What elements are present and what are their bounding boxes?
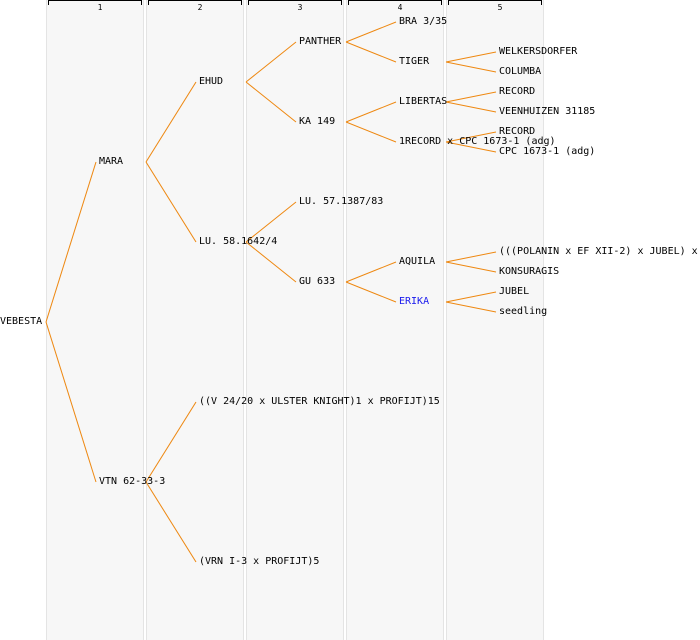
generation-column-3 bbox=[246, 0, 344, 640]
generation-bracket-4 bbox=[348, 0, 442, 5]
generation-column-5 bbox=[446, 0, 544, 640]
generation-column-2 bbox=[146, 0, 244, 640]
node-libertas[interactable]: LIBERTAS bbox=[399, 96, 448, 107]
node-aquila[interactable]: AQUILA bbox=[399, 256, 436, 267]
node-cpc-1673-1[interactable]: CPC 1673-1 (adg) bbox=[499, 146, 596, 157]
edge-record1-record bbox=[445, 131, 497, 143]
edge-mara-ehud bbox=[145, 81, 197, 163]
node-lu-57-1387-83[interactable]: LU. 57.1387/83 bbox=[299, 196, 384, 207]
edge-root-vtn bbox=[45, 321, 97, 483]
edge-ka149-record1 bbox=[345, 121, 397, 143]
generation-number-4: 4 bbox=[397, 3, 403, 12]
node-mara[interactable]: MARA bbox=[99, 156, 124, 167]
edge-ehud-ka149 bbox=[245, 81, 297, 123]
edge-ka149-libertas bbox=[345, 101, 397, 123]
generation-number-5: 5 bbox=[497, 3, 503, 12]
node-1record-cpc[interactable]: 1RECORD x CPC 1673-1 (adg) bbox=[399, 136, 556, 147]
edge-libertas-veenhuizen bbox=[445, 101, 497, 113]
generation-bracket-5 bbox=[448, 0, 542, 5]
edge-record1-cpc bbox=[445, 141, 497, 153]
edge-lu58-gu633 bbox=[245, 241, 297, 283]
node-record-a[interactable]: RECORD bbox=[499, 86, 536, 97]
node-ehud[interactable]: EHUD bbox=[199, 76, 224, 87]
generation-bracket-2 bbox=[148, 0, 242, 5]
node-welkersdorfer[interactable]: WELKERSDORFER bbox=[499, 46, 578, 57]
node-vebesta[interactable]: VEBESTA bbox=[0, 316, 43, 327]
edge-panther-bra bbox=[345, 21, 397, 43]
edge-tiger-columba bbox=[445, 61, 497, 73]
edge-ehud-panther bbox=[245, 41, 297, 83]
node-v24-20-ulster-knight[interactable]: ((V 24/20 x ULSTER KNIGHT)1 x PROFIJT)15 bbox=[199, 396, 440, 407]
node-vtn-62-33-3[interactable]: VTN 62-33-3 bbox=[99, 476, 166, 487]
node-polanin-cross[interactable]: (((POLANIN x EF XII-2) x JUBEL) x bbox=[499, 246, 698, 257]
node-konsuragis[interactable]: KONSURAGIS bbox=[499, 266, 560, 277]
generation-number-2: 2 bbox=[197, 3, 203, 12]
node-record-b[interactable]: RECORD bbox=[499, 126, 536, 137]
node-tiger[interactable]: TIGER bbox=[399, 56, 430, 67]
edge-aquila-polanin bbox=[445, 251, 497, 263]
generation-bracket-3 bbox=[248, 0, 342, 5]
edge-gu633-aquila bbox=[345, 261, 397, 283]
generation-number-3: 3 bbox=[297, 3, 303, 12]
node-vrn-i-3-profijt[interactable]: (VRN I-3 x PROFIJT)5 bbox=[199, 556, 320, 567]
edge-aquila-konsuragis bbox=[445, 261, 497, 273]
node-ka-149[interactable]: KA 149 bbox=[299, 116, 336, 127]
node-gu-633[interactable]: GU 633 bbox=[299, 276, 336, 287]
edge-erika-jubel bbox=[445, 291, 497, 303]
edge-erika-seedling bbox=[445, 301, 497, 313]
node-seedling[interactable]: seedling bbox=[499, 306, 548, 317]
generation-column-4 bbox=[346, 0, 444, 640]
node-columba[interactable]: COLUMBA bbox=[499, 66, 542, 77]
edge-gu633-erika bbox=[345, 281, 397, 303]
generation-column-1 bbox=[46, 0, 144, 640]
edge-lu58-lu57 bbox=[245, 201, 297, 243]
node-bra-3-35[interactable]: BRA 3/35 bbox=[399, 16, 448, 27]
node-veenhuizen-31185[interactable]: VEENHUIZEN 31185 bbox=[499, 106, 596, 117]
generation-bracket-1 bbox=[48, 0, 142, 5]
node-panther[interactable]: PANTHER bbox=[299, 36, 342, 47]
node-erika[interactable]: ERIKA bbox=[399, 296, 430, 307]
edge-panther-tiger bbox=[345, 41, 397, 63]
edge-root-mara bbox=[45, 161, 97, 323]
edge-vtn-vrn bbox=[145, 481, 197, 563]
edge-libertas-record bbox=[445, 91, 497, 103]
edge-tiger-welkersdorfer bbox=[445, 51, 497, 63]
generation-number-1: 1 bbox=[97, 3, 103, 12]
node-lu-58-1642-4[interactable]: LU. 58.1642/4 bbox=[199, 236, 278, 247]
edge-vtn-v2420 bbox=[145, 401, 197, 483]
edge-mara-lu58 bbox=[145, 161, 197, 243]
node-jubel[interactable]: JUBEL bbox=[499, 286, 530, 297]
